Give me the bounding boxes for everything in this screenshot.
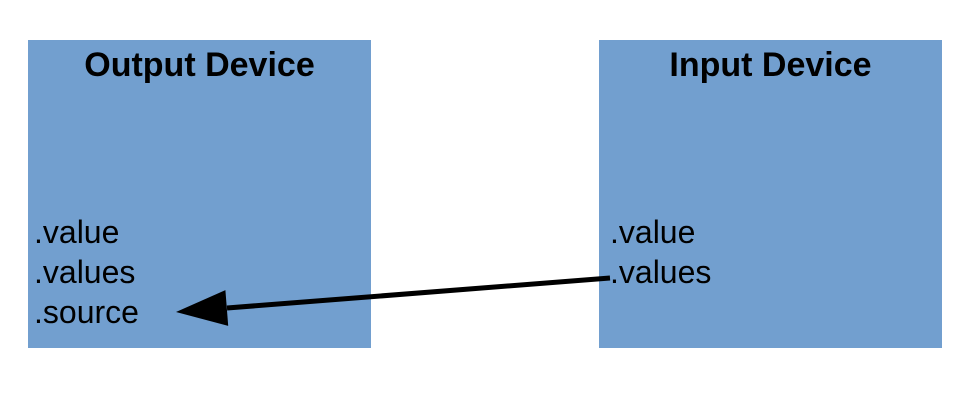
input-device-items: .value .values [599,212,942,292]
output-device-items: .value .values .source [28,212,371,332]
output-device-item-source: .source [34,294,139,330]
input-device-item-values: .values [610,254,712,290]
output-device-item-value: .value [34,214,120,250]
input-device-item-value: .value [610,214,696,250]
output-device-title: Output Device [84,46,315,84]
output-device-item-values: .values [34,254,136,290]
input-device-box: Input Device .value .values [599,40,942,348]
output-device-box: Output Device .value .values .source [28,40,371,348]
input-device-title: Input Device [669,46,872,84]
